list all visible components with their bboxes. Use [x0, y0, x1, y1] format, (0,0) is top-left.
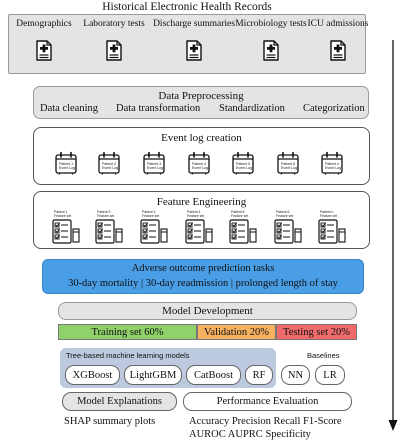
medical-record-icon — [263, 40, 279, 61]
event-log-label: Patient 6 — [281, 162, 296, 166]
medical-record-icon — [330, 40, 346, 61]
event-log-label: Event Log — [281, 166, 298, 171]
performance-evaluation-box: Performance Evaluation — [183, 392, 352, 411]
checklist-icon — [318, 219, 346, 244]
checklist-icon — [95, 219, 123, 244]
ehr-category-label: Demographics — [16, 19, 72, 29]
feature-set-label: Feature set — [97, 214, 115, 219]
event-log-label: Patient 1 — [59, 162, 74, 166]
preprocessing-step-categorization: Categorization — [303, 103, 365, 114]
checklist-icon — [274, 219, 302, 244]
evaluation-metrics-line1: Accuracy Precision Recall F1-Score — [189, 416, 342, 427]
shap-summary-plots: SHAP summary plots — [64, 416, 156, 427]
model-xgboost: XGBoost — [65, 365, 120, 385]
medical-record-icon — [186, 40, 202, 61]
feature-set-label: Patient 4 — [187, 210, 201, 214]
event-log-label: Patient 2 — [102, 162, 117, 166]
checklist-icon — [185, 219, 213, 244]
event-log-label: Event Log — [192, 166, 209, 171]
event-log-label: Patient 5 — [236, 162, 251, 166]
feature-set-label: Patient 1 — [54, 210, 68, 214]
ehr-category-label: Laboratory tests — [83, 19, 145, 29]
feature-set-label: Feature set — [142, 214, 160, 219]
evaluation-metrics-line2: AUROC AUPRC Specificity — [189, 429, 311, 440]
feature-set-label: Patient n — [320, 210, 334, 214]
calendar-icon — [143, 151, 165, 175]
event-log-label: Event Log — [236, 166, 253, 171]
preprocessing-step-cleaning: Data cleaning — [40, 103, 99, 114]
preprocessing-box — [33, 86, 369, 119]
event-log-label: Event Log — [147, 166, 164, 171]
checklist-icon — [140, 219, 168, 244]
feature-set-label: Feature set — [276, 214, 294, 219]
model-lightgbm: LightGBM — [124, 365, 182, 385]
baseline-nn: NN — [281, 365, 310, 385]
training-set-bar: Training set 60% — [58, 324, 197, 340]
prediction-tasks-list: 30-day mortality | 30-day readmission | … — [68, 278, 338, 289]
event-log-label: Event Log — [102, 166, 119, 171]
event-log-label: Patient 3 — [147, 162, 162, 166]
testing-set-bar: Testing set 20% — [276, 324, 357, 340]
ehr-category-label: Discharge summaries — [153, 19, 235, 29]
feature-set-label: Patient 6 — [276, 210, 290, 214]
tree-models-label: Tree-based machine learning models — [66, 351, 190, 360]
feature-set-label: Feature set — [231, 214, 249, 219]
ehr-category-label: ICU admissions — [307, 19, 369, 29]
calendar-icon — [321, 151, 343, 175]
medical-record-icon — [36, 40, 52, 61]
event-log-label: Event Log — [59, 166, 76, 171]
model-rf: RF — [245, 365, 273, 385]
preprocessing-step-standardization: Standardization — [219, 103, 285, 114]
checklist-icon — [229, 219, 257, 244]
baseline-lr: LR — [315, 365, 345, 385]
validation-set-bar: Validation 20% — [197, 324, 276, 340]
prediction-tasks-box — [42, 259, 364, 294]
calendar-icon — [232, 151, 254, 175]
model-development-box — [58, 302, 357, 320]
medical-record-icon — [106, 40, 122, 61]
baselines-label: Baselines — [307, 351, 340, 360]
model-development-title: Model Development — [162, 305, 253, 317]
ehr-category-label: Microbiology tests — [235, 19, 307, 29]
preprocessing-title: Data Preprocessing — [158, 90, 244, 102]
event-log-label: Patient 4 — [192, 162, 207, 166]
calendar-icon — [277, 151, 299, 175]
event-log-title: Event log creation — [161, 132, 242, 144]
model-explanations-box: Model Explanations — [62, 392, 177, 411]
preprocessing-step-transformation: Data transformation — [116, 103, 201, 114]
calendar-icon — [188, 151, 210, 175]
feature-set-label: Feature set — [320, 214, 338, 219]
calendar-icon — [55, 151, 77, 175]
feature-set-label: Patient 3 — [142, 210, 156, 214]
event-log-label: Patient n — [325, 162, 340, 166]
feature-set-label: Patient 2 — [97, 210, 111, 214]
feature-engineering-title: Feature Engineering — [156, 196, 247, 208]
feature-set-label: Patient 5 — [231, 210, 245, 214]
calendar-icon — [98, 151, 120, 175]
timeline-arrow-icon — [388, 40, 398, 431]
prediction-tasks-title: Adverse outcome prediction tasks — [131, 263, 275, 274]
diagram-title: Historical Electronic Health Records — [102, 1, 272, 13]
event-log-label: Event Log — [325, 166, 342, 171]
checklist-icon — [52, 219, 80, 244]
feature-set-label: Feature set — [54, 214, 72, 219]
feature-set-label: Feature set — [187, 214, 205, 219]
model-catboost: CatBoost — [186, 365, 241, 385]
